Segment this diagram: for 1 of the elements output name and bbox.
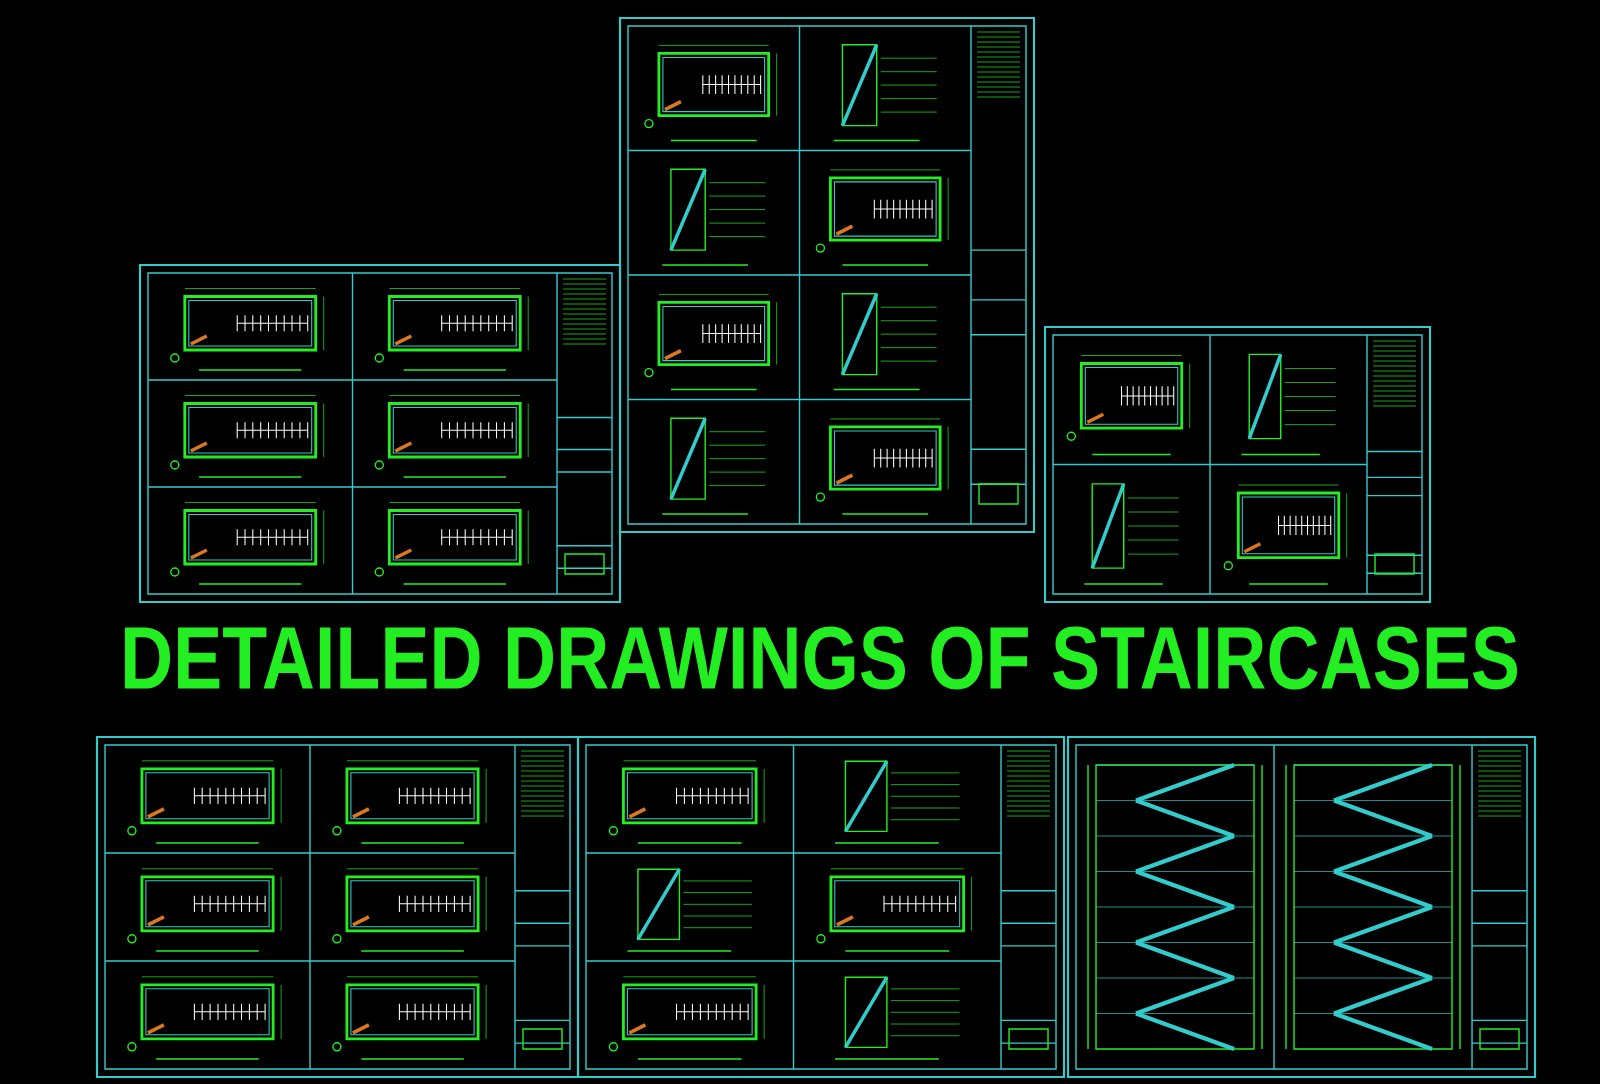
title: DETAILED DRAWINGS OF STAIRCASES xyxy=(124,626,1518,690)
